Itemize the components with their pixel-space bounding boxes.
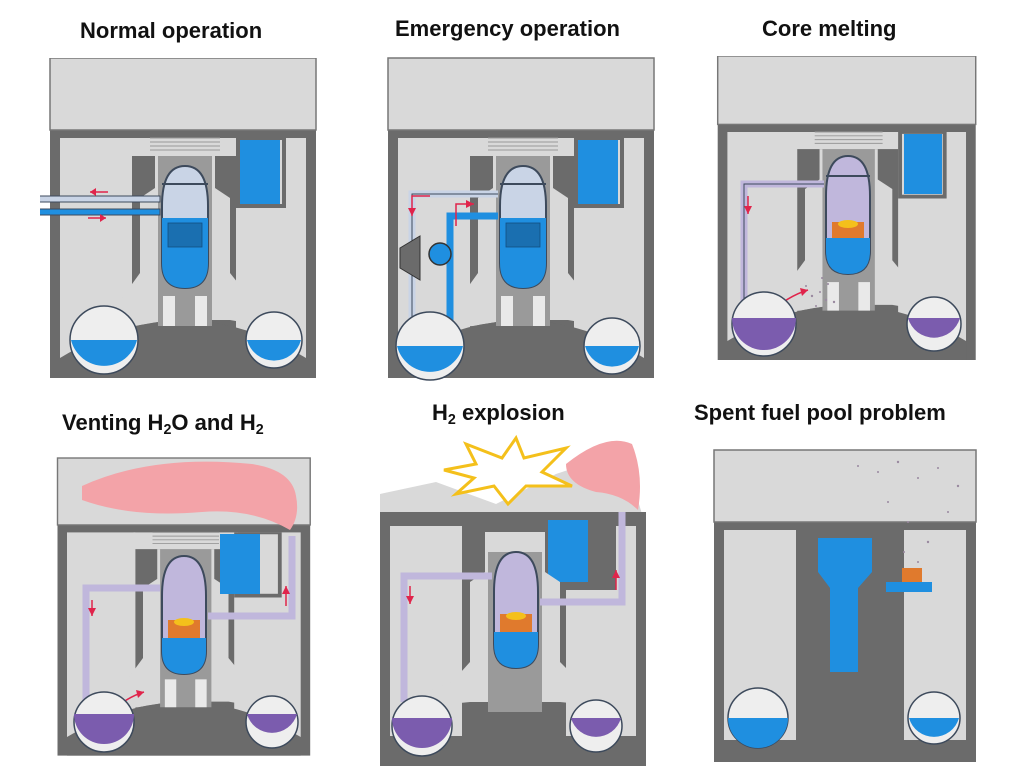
spent-fuel-pool-water — [220, 534, 260, 594]
flow-arrow-down — [406, 596, 414, 604]
panel-title-venting: Venting H2O and H2 — [62, 410, 264, 438]
injection-line — [446, 212, 498, 346]
suppression-chamber-right — [583, 317, 641, 375]
panel-title-h2-explosion: H2 explosion — [432, 400, 565, 428]
panel-venting — [52, 456, 322, 766]
suppression-chamber-left — [727, 687, 789, 749]
flow-arrow-down — [88, 608, 96, 616]
explosion-flash — [443, 434, 573, 507]
vent-line — [208, 536, 296, 620]
vent-line — [540, 512, 626, 606]
hydrogen-cloud — [82, 461, 298, 530]
panel-normal-operation — [40, 58, 320, 380]
panel-title-spent-fuel-pool: Spent fuel pool problem — [694, 400, 946, 425]
panel-spent-fuel-pool-problem — [708, 442, 988, 766]
suppression-chamber-right — [245, 695, 299, 749]
reactor-pressure-vessel — [825, 154, 871, 276]
overheated-fuel — [902, 568, 922, 582]
steam-and-feedwater-pipes — [40, 195, 161, 216]
reactor-pressure-vessel — [161, 554, 207, 676]
radioactive-particles — [805, 277, 836, 307]
injection-pump — [428, 242, 452, 266]
suppression-chamber-right — [569, 699, 623, 753]
suppression-chamber-left — [391, 695, 453, 757]
radioactive-particles — [857, 460, 960, 563]
spent-fuel-pool-water — [904, 134, 942, 194]
spent-fuel-pool-water — [548, 520, 588, 582]
reactor-pressure-vessel — [161, 164, 209, 290]
panel-h2-explosion — [376, 434, 666, 766]
panel-title-emergency-operation: Emergency operation — [395, 16, 620, 41]
suppression-chamber-right — [245, 311, 303, 369]
suppression-chamber-left — [73, 691, 135, 753]
flow-arrow-down — [408, 208, 416, 216]
vent-arrow-up — [282, 586, 290, 594]
hydrogen-cloud — [566, 440, 640, 510]
turbine-pump — [399, 235, 421, 281]
relief-line — [82, 584, 160, 706]
reactor-pressure-vessel — [499, 164, 547, 290]
flow-arrow-right — [466, 200, 474, 208]
suppression-chamber-left — [731, 291, 797, 357]
relief-line — [400, 572, 492, 702]
vent-arrow-up — [612, 570, 620, 578]
reactor-well-flooded — [818, 538, 872, 672]
panel-title-core-melting: Core melting — [762, 16, 897, 41]
reactor-pressure-vessel — [493, 550, 539, 670]
panel-emergency-operation — [378, 56, 668, 386]
leak-arrow — [800, 288, 808, 296]
suppression-chamber-left — [395, 311, 465, 381]
suppression-chamber-left — [69, 305, 139, 375]
panel-core-melting — [708, 56, 988, 366]
suppression-chamber-right — [906, 296, 962, 352]
spent-fuel-pool-water — [240, 140, 280, 204]
flow-arrow-down — [744, 206, 752, 214]
spent-fuel-pool-low — [886, 582, 932, 592]
panel-title-normal-operation: Normal operation — [80, 18, 263, 43]
suppression-chamber-right — [907, 691, 961, 745]
spent-fuel-pool-water — [578, 140, 618, 204]
leak-arrow — [136, 690, 144, 698]
